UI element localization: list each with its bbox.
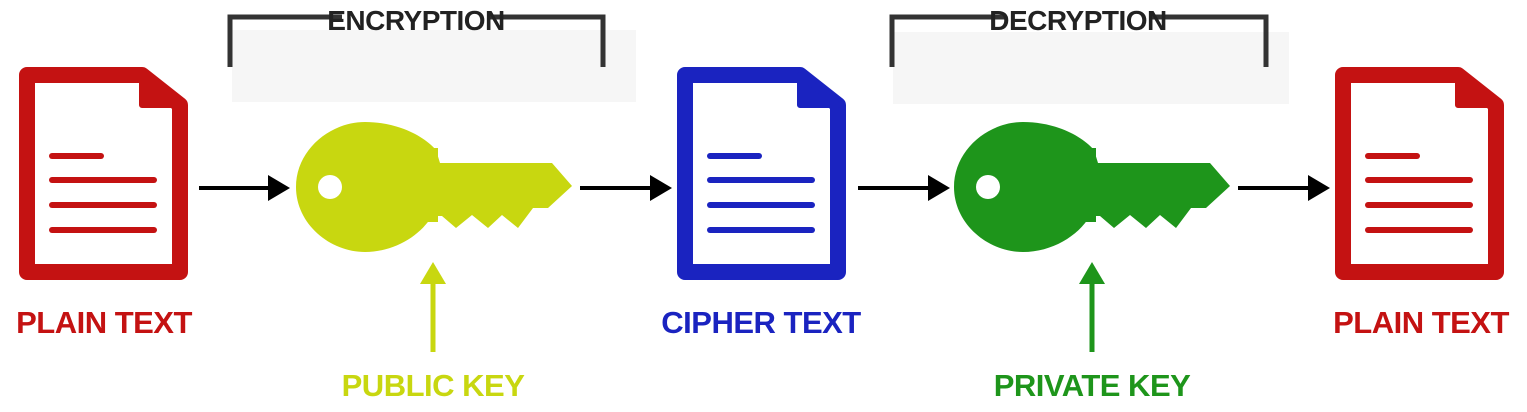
private-key-label: PRIVATE KEY: [994, 368, 1191, 403]
plain-text-left-document-icon: [27, 75, 180, 272]
encryption-backdrop: [232, 30, 636, 102]
cipher-text-label: CIPHER TEXT: [661, 305, 861, 340]
public-key-label: PUBLIC KEY: [342, 368, 526, 403]
decryption-backdrop: [893, 32, 1289, 104]
private-key-icon: [954, 122, 1230, 252]
decryption-label: DECRYPTION: [989, 5, 1167, 36]
plain-text-left-label: PLAIN TEXT: [16, 305, 192, 340]
plain-text-right-document-icon: [1343, 75, 1496, 272]
arrow-right-icon: [858, 175, 950, 201]
decryption-bracket: DECRYPTION: [889, 5, 1269, 67]
public-key-icon: [296, 122, 572, 252]
public-key-arrow-up-icon: [420, 262, 446, 352]
arrow-right-icon: [199, 175, 290, 201]
plain-text-right-label: PLAIN TEXT: [1333, 305, 1509, 340]
encryption-label: ENCRYPTION: [327, 5, 505, 36]
encryption-bracket: ENCRYPTION: [227, 5, 606, 67]
arrow-right-icon: [1238, 175, 1330, 201]
private-key-arrow-up-icon: [1079, 262, 1105, 352]
arrow-right-icon: [580, 175, 672, 201]
cipher-text-document-icon: [685, 75, 838, 272]
